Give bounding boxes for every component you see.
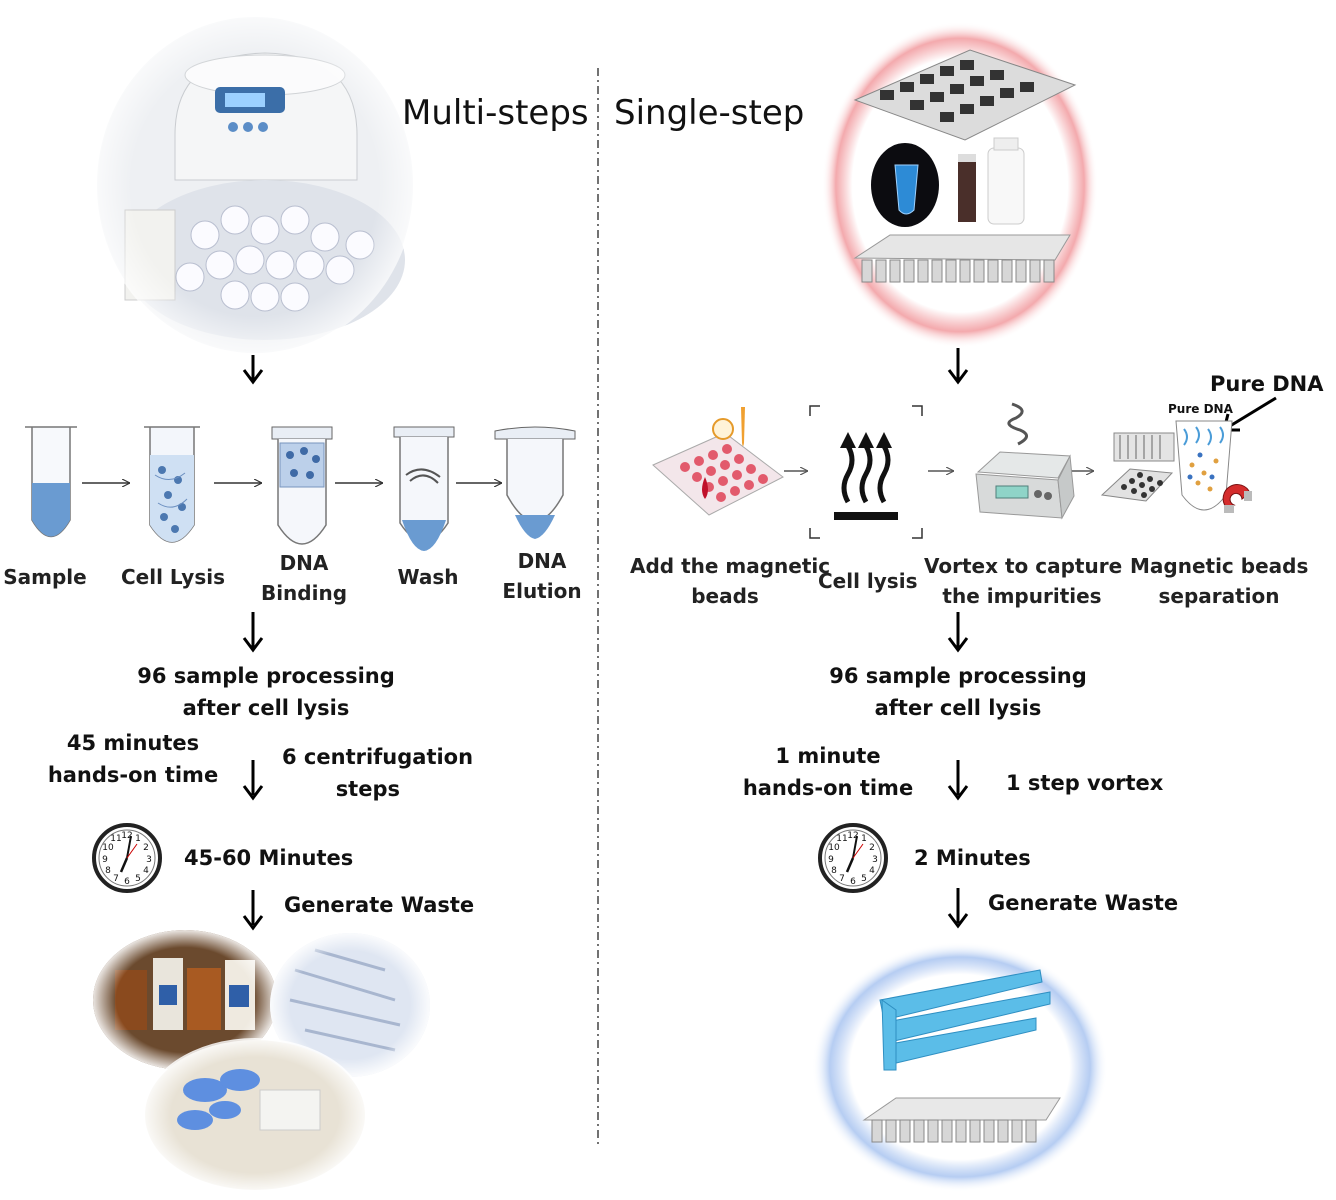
clock-number: 6 [850,877,856,887]
pure-dna-inset-label: Pure DNA [1168,402,1234,416]
left-waste-text: Generate Waste [284,893,475,917]
clock-number: 3 [872,855,878,865]
single-step-kit-image [822,22,1098,348]
centrifugation-steps-text: 6 centrifugation steps [282,745,474,801]
down-arrow-4 [242,890,264,931]
lab-waste-collage-image [93,930,430,1192]
right-processing-text: 96 sample processing after cell lysis [829,664,1087,720]
clock-number: 3 [146,855,152,865]
dna-binding-tube-icon [271,426,333,545]
clock-number: 7 [839,874,845,884]
clock-number: 1 [861,834,867,844]
centrifuge-and-columns-image [95,15,415,355]
clock-number: 12 [847,831,858,841]
clock-number: 12 [121,831,132,841]
heat-cell-lysis-icon [809,405,923,539]
clock-number: 2 [143,843,149,853]
step-label-cell-lysis: Cell Lysis [120,565,225,589]
step-label-dna-elution: DNA Elution [502,549,582,603]
step-label-dna-binding: DNA Binding [260,551,348,605]
wash-tube-icon [393,426,455,551]
arrows-right [784,348,1277,929]
right-duration-text: 2 Minutes [914,846,1031,870]
down-arrow-r3 [947,760,969,801]
clock-number: 11 [836,834,847,844]
clock-number: 4 [143,866,149,876]
step-label-wash: Wash [397,565,459,589]
magnetic-separation-image: Pure DNA [1100,402,1252,513]
pure-dna-callout-label: Pure DNA [1210,372,1324,396]
clock-number: 2 [869,843,875,853]
down-arrow-r4 [947,888,969,929]
clock-number: 10 [102,843,114,853]
magnetic-bead-plate-image [652,407,784,516]
step-label-magnetic-separation: Magnetic beads separation [1130,554,1309,608]
clock-number: 8 [831,866,837,876]
down-arrow-r1 [947,348,969,385]
clock-number: 7 [113,874,119,884]
dna-elution-tube-icon [494,426,576,539]
cell-lysis-tube-icon [144,426,200,543]
down-arrow-r2 [947,612,969,653]
clock-number: 9 [828,855,834,865]
reduced-waste-image [812,942,1108,1192]
clock-number: 11 [110,834,121,844]
step-label-vortex: Vortex to capture the impurities [924,554,1123,608]
single-step-title: Single-step [614,93,805,133]
right-vortex-text: 1 step vortex [1006,771,1164,795]
clock-number: 10 [828,843,840,853]
multi-steps-title: Multi-steps [402,93,589,133]
step-label-sample: Sample [3,565,87,589]
clock-number: 8 [105,866,111,876]
clock-number: 9 [102,855,108,865]
down-arrow-3 [242,760,264,801]
right-hands-on-text: 1 minute hands-on time [742,744,914,800]
clock-icon-right: 12 1 2 3 4 5 6 7 8 9 10 11 [818,823,888,893]
left-hands-on-text: 45 minutes hands-on time [47,731,219,787]
left-duration-text: 45-60 Minutes [184,846,354,870]
step-label-cell-lysis-right: Cell lysis [818,569,918,593]
step-label-add-magnetic-beads: Add the magnetic beads [630,554,831,608]
vortex-mixer-image [975,402,1075,520]
arrows-left [82,355,502,931]
sample-tube-icon [25,426,77,538]
right-waste-text: Generate Waste [988,891,1179,915]
down-arrow-1 [242,355,264,385]
left-processing-text: 96 sample processing after cell lysis [137,664,395,720]
clock-number: 4 [869,866,875,876]
clock-icon-left: 12 1 2 3 4 5 6 7 8 9 10 11 [92,823,162,893]
clock-number: 5 [861,874,867,884]
down-arrow-2 [242,612,264,653]
clock-number: 1 [135,834,141,844]
clock-number: 6 [124,877,130,887]
clock-number: 5 [135,874,141,884]
